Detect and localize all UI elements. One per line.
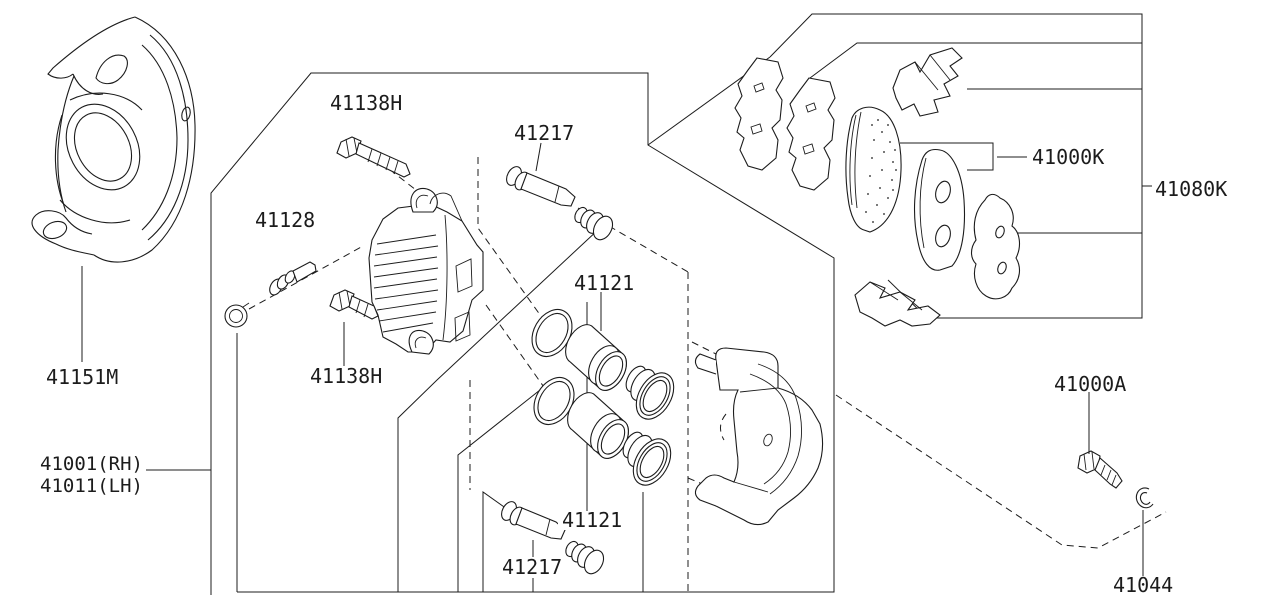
pad-set-bracket bbox=[900, 142, 1027, 171]
label-caliper-lh: 41011(LH) bbox=[40, 475, 143, 497]
pad-retainer-lower bbox=[854, 281, 941, 327]
label-washer: 41044 bbox=[1113, 573, 1173, 595]
label-piston-upper: 41121 bbox=[574, 271, 634, 295]
labels: 41138H 41217 41128 41121 41138H 41151M 4… bbox=[40, 91, 1227, 595]
brake-pad-outer bbox=[913, 148, 965, 271]
label-pad-set: 41000K bbox=[1032, 145, 1104, 169]
label-pin-bolt-upper: 41138H bbox=[330, 91, 402, 115]
label-bg bbox=[558, 511, 620, 530]
mount-bolt bbox=[1077, 392, 1123, 489]
slide-pin-upper-boot bbox=[574, 206, 614, 241]
brake-pad-inner bbox=[845, 106, 902, 233]
slide-pin-lower bbox=[501, 501, 605, 575]
label-bg bbox=[498, 558, 566, 577]
label-pin-bolt-lower: 41138H bbox=[310, 364, 382, 388]
label-mount-bolt: 41000A bbox=[1054, 372, 1126, 396]
label-slide-pin-upper: 41217 bbox=[514, 121, 574, 145]
brake-pad-plate bbox=[970, 193, 1021, 300]
slide-pin-upper bbox=[506, 142, 614, 241]
pin-bolt-upper bbox=[336, 136, 411, 178]
pad-shim-outer bbox=[786, 77, 836, 191]
piston-boot-lower bbox=[622, 431, 672, 486]
torque-member bbox=[694, 347, 824, 526]
label-slide-pin-lower: 41217 bbox=[502, 555, 562, 579]
leader-lines bbox=[397, 227, 644, 592]
splash-shield bbox=[31, 16, 196, 362]
pad-shim-inner bbox=[734, 57, 784, 171]
piston-upper bbox=[565, 324, 627, 391]
pad-retainer-upper bbox=[892, 47, 963, 117]
washer bbox=[1135, 487, 1154, 576]
caliper-ribs bbox=[373, 234, 439, 333]
label-piston-lower: 41121 bbox=[562, 508, 622, 532]
label-caliper-rh: 41001(RH) bbox=[40, 453, 143, 475]
pad-friction-dots bbox=[865, 119, 897, 223]
slide-pin-lower-boot bbox=[565, 540, 605, 575]
caliper-body bbox=[368, 187, 484, 355]
lock-pin bbox=[224, 261, 317, 328]
piston-lower bbox=[567, 392, 629, 459]
label-hardware-kit: 41080K bbox=[1155, 177, 1227, 201]
piston-boot-upper bbox=[625, 365, 675, 420]
pad-kit-box bbox=[769, 13, 1152, 319]
label-splash-shield: 41151M bbox=[46, 365, 118, 389]
label-lock-pin: 41128 bbox=[255, 208, 315, 232]
pin-bolt-lower bbox=[329, 289, 379, 366]
